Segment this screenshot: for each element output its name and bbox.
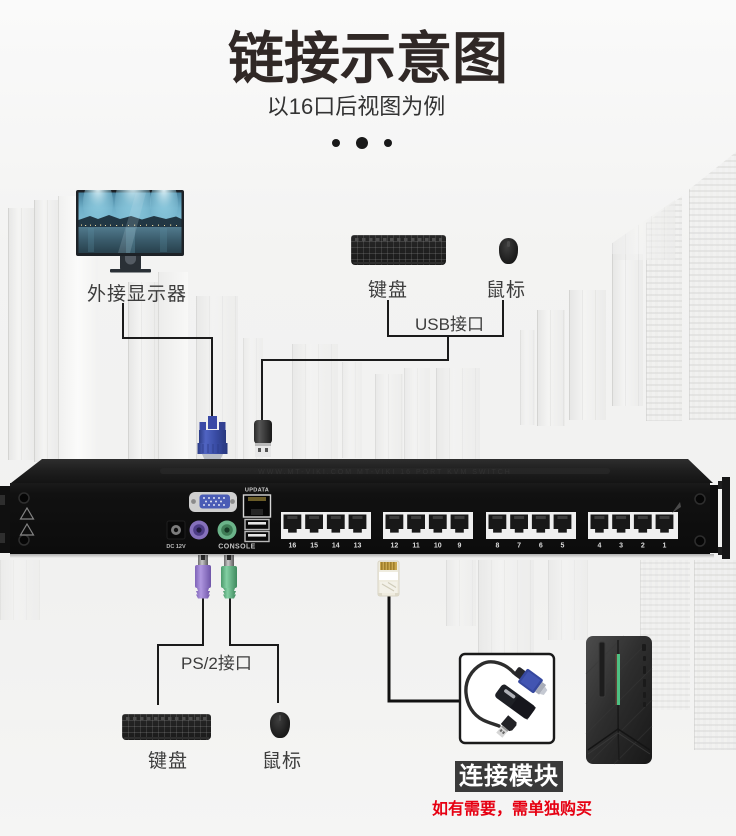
svg-text:1: 1 [663,543,667,550]
svg-text:15: 15 [310,543,318,550]
svg-text:10: 10 [434,543,442,550]
svg-text:12: 12 [391,543,399,550]
svg-text:11: 11 [412,543,420,550]
svg-text:9: 9 [458,543,462,550]
svg-text:3: 3 [619,543,623,550]
svg-text:WWW.MT-VIKI.COM MT-VIKI 16 POR: WWW.MT-VIKI.COM MT-VIKI 16 PORT KVM SWIT… [258,469,512,476]
svg-text:6: 6 [539,543,543,550]
svg-text:14: 14 [332,543,340,550]
svg-text:4: 4 [597,543,601,550]
svg-text:8: 8 [495,543,499,550]
svg-text:DC 12V: DC 12V [166,544,186,550]
svg-text:UPDATA: UPDATA [245,488,269,494]
svg-text:2: 2 [641,543,645,550]
svg-text:CONSOLE: CONSOLE [218,544,255,551]
svg-text:7: 7 [517,543,521,550]
svg-text:16: 16 [289,543,297,550]
svg-text:13: 13 [354,543,362,550]
svg-text:5: 5 [561,543,565,550]
